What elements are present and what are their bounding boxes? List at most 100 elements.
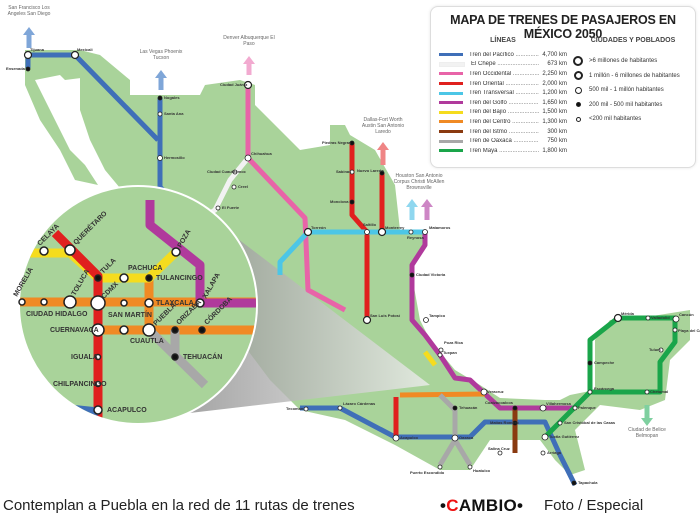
line-swatch (439, 139, 463, 143)
cities-legend: CIUDADES Y POBLADOS >6 millones de habit… (571, 37, 695, 127)
city-marker-sabinas (349, 169, 355, 175)
arrow-head-california (23, 27, 35, 35)
city-size-label: 200 mil - 500 mil habitantes (589, 101, 663, 108)
city-size-row: <200 mil habitantes (571, 112, 695, 127)
city-marker-acapulco (392, 434, 400, 442)
arrow-label-arizona: Las Vegas Phoenix Tucson (139, 49, 183, 61)
arrow-label-belize: Ciudad de Belice Belmopan (628, 427, 666, 439)
arrow-head-new-mexico (243, 56, 255, 64)
city-marker-chetumal (644, 389, 650, 395)
arrows (23, 27, 653, 426)
city-marker-coatzacoalcos (512, 405, 518, 411)
zoom-city-label-cd-hidalgo: CIUDAD HIDALGO (26, 311, 88, 318)
zoom-city-marker-morelia (18, 298, 26, 306)
city-label-salina-cruz: Salina Cruz (488, 446, 510, 451)
city-marker-tijuana (23, 50, 33, 60)
zoom-city-marker-orizaba (171, 326, 179, 334)
city-label-el-fuerte: El Fuerte (222, 205, 240, 210)
legend-line-row: Tren Oriental2,000 km (439, 79, 567, 89)
city-label-monclova: Monclova (330, 199, 349, 204)
city-label-campeche: Campeche (594, 360, 615, 365)
city-marker-playa-del-carmen (672, 327, 678, 333)
city-marker-oaxaca (451, 434, 459, 442)
line-tren-del-bajio (423, 350, 437, 367)
city-label-piedras-negras: Piedras Negras (322, 140, 352, 145)
city-label-chetumal: Chetumal (650, 389, 668, 394)
zoom-city-marker-chilpancingo (94, 380, 102, 388)
city-label-veracruz: Veracruz (487, 389, 504, 394)
arrow-head-gulf-magenta (421, 199, 433, 207)
city-label-arriaga: Arriaga (547, 450, 562, 455)
line-swatch (439, 72, 463, 76)
mainland (80, 50, 690, 475)
city-marker-monterrey (377, 227, 387, 237)
city-marker-san-cristobal (557, 420, 563, 426)
line-name: Tren del Bajío (469, 109, 539, 115)
cities-heading: CIUDADES Y POBLADOS (590, 37, 676, 44)
city-label-nuevo-laredo: Nuevo Laredo (357, 168, 384, 173)
caption-text: Contemplan a Puebla en la red de 11 ruta… (3, 497, 355, 514)
city-label-chihuahua: Chihuahua (251, 151, 272, 156)
city-marker-monclova (349, 199, 355, 205)
city-label-santa-ana: Santa Ana (164, 111, 184, 116)
city-size-symbol (575, 102, 581, 108)
city-size-label: <200 mil habitantes (589, 116, 642, 123)
city-size-label: >6 millones de habitantes (589, 58, 658, 65)
zoom-city-marker-cuernavaca (91, 323, 105, 337)
line-length: 750 km (547, 138, 567, 145)
line-length: 673 km (547, 61, 567, 68)
city-label-huatulco: Huatulco (473, 468, 491, 473)
city-label-ensenada: Ensenada (6, 66, 26, 71)
city-marker-cd-victoria (409, 272, 415, 278)
city-label-puerto-escondido: Puerto Escondido (410, 470, 445, 475)
city-marker-cd-cuauhtemoc (232, 169, 238, 175)
zoom-city-label-cuernavaca: CUERNAVACA (50, 327, 99, 334)
city-label-sabinas: Sabinas (336, 169, 352, 174)
zoom-city-marker-queretaro (64, 244, 76, 256)
city-label-escarcega: Escárcega (594, 386, 615, 391)
city-label-saltillo: Saltillo (363, 222, 377, 227)
legend: MAPA DE TRENES DE PASAJEROS EN MÉXICO 20… (430, 6, 696, 168)
legend-line-row: Tren del Pacífico4,700 km (439, 50, 567, 60)
city-marker-nuevo-laredo (379, 170, 385, 176)
city-marker-tehuacan (452, 405, 458, 411)
city-marker-creel (231, 184, 237, 190)
line-name: Tren Maya (469, 148, 539, 154)
line-length: 1,300 km (542, 118, 567, 125)
line-name: Tren de Oaxaca (469, 138, 539, 144)
line-length: 4,700 km (542, 51, 567, 58)
city-label-creel: Creel (238, 184, 248, 189)
city-label-oaxaca: Oaxaca (459, 435, 474, 440)
legend-line-row: Tren Maya1,800 km (439, 146, 567, 156)
zoom-city-label-pachuca: PACHUCA (128, 265, 162, 272)
city-marker-veracruz (480, 388, 488, 396)
city-marker-poza-rica (438, 347, 444, 353)
city-marker-hermosillo (157, 155, 163, 161)
line-length: 2,000 km (542, 80, 567, 87)
line-tren-del-pacifico (25, 52, 160, 142)
city-label-nogales: Nogales (164, 95, 180, 100)
zoom-city-marker-tehuacan (171, 353, 179, 361)
city-marker-campeche (587, 360, 593, 366)
city-label-tecoman: Tecomán (286, 406, 304, 411)
zoom-city-label-san-martin: SAN MARTÍN (108, 310, 152, 319)
line-swatch (439, 101, 463, 105)
line-swatch (439, 149, 463, 153)
city-marker-valladolid (645, 315, 651, 321)
city-size-row: 200 mil - 500 mil habitantes (571, 98, 695, 113)
line-name: El Chepe (471, 61, 539, 67)
zoom-city-marker-celaya (39, 246, 49, 256)
line-name: Tren Transversal (469, 90, 539, 96)
city-label-tulum: Tulum (649, 347, 661, 352)
city-label-tuxpan: Tuxpan (443, 350, 457, 355)
logo-text: AMBIO• (458, 496, 524, 515)
city-size-symbol (575, 116, 581, 122)
zoom-city-label-tehuacan: TEHUACÁN (183, 352, 222, 361)
city-label-palenque: Palenque (578, 405, 597, 410)
city-marker-tuxtla (541, 433, 549, 441)
logo-dot: • (440, 496, 447, 515)
caption-bar: Contemplan a Puebla en la red de 11 ruta… (0, 494, 700, 518)
city-label-matias-romero: Matías Romero (490, 420, 519, 425)
city-label-torreon: Torreón (311, 225, 326, 230)
